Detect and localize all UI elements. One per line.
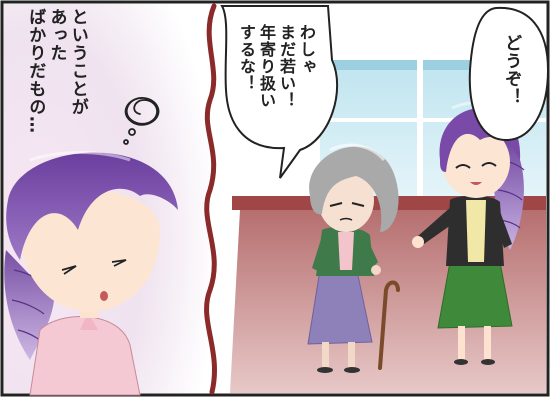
woman-speech-text: どうぞ！ — [501, 34, 522, 106]
scribble-thought-icon — [123, 97, 160, 145]
narration-text: ということが あった ばかりだもの… — [25, 8, 88, 134]
woman-speech-balloon — [468, 6, 550, 142]
panel-divider — [204, 3, 218, 395]
elder-woman-figure — [307, 143, 400, 373]
left-flashback-panel — [4, 4, 209, 396]
left-girl-figure — [4, 151, 178, 396]
elder-speech-text: わしゃ まだ若い！ 年寄り扱い するな！ — [237, 24, 316, 109]
elder-speech-balloon — [220, 5, 339, 179]
